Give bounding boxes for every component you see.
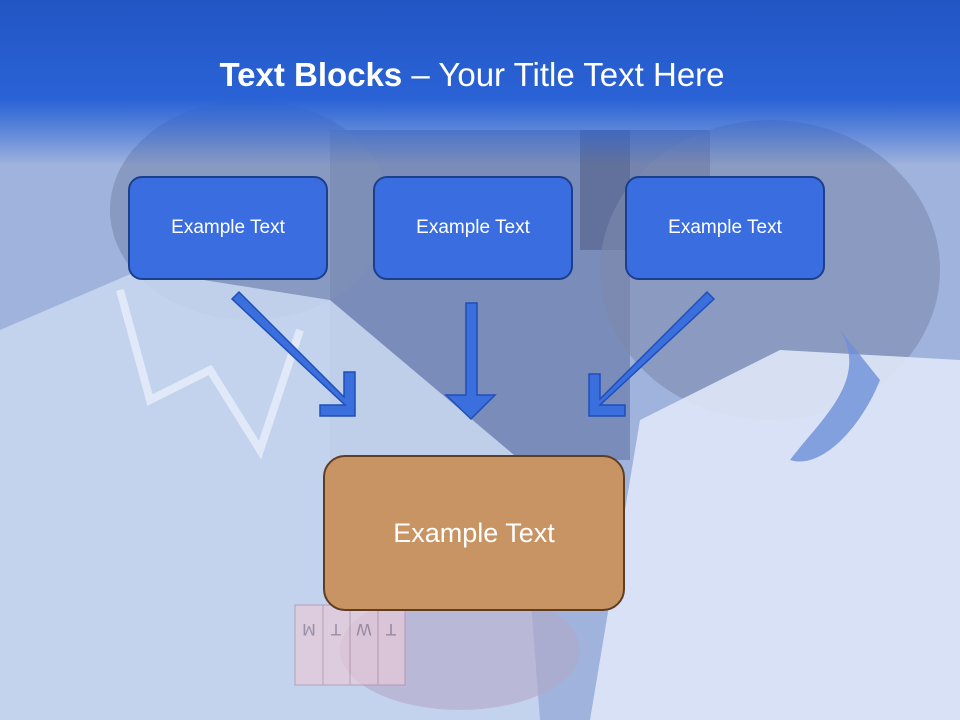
slide-title: Text Blocks – Your Title Text Here xyxy=(0,52,944,98)
text-block-3-label: Example Text xyxy=(668,217,782,238)
text-block-2-label: Example Text xyxy=(416,217,530,238)
target-block-label: Example Text xyxy=(393,517,555,548)
title-bar xyxy=(0,0,960,165)
target-block[interactable]: Example Text xyxy=(323,455,625,611)
pill-letter-w: W xyxy=(356,620,372,639)
pill-letter-t1: T xyxy=(331,620,342,639)
text-block-1-label: Example Text xyxy=(171,217,285,238)
text-block-3[interactable]: Example Text xyxy=(625,176,825,280)
text-block-2[interactable]: Example Text xyxy=(373,176,573,280)
title-rest-part: Your Title Text Here xyxy=(438,56,725,93)
title-bold-part: Text Blocks xyxy=(219,56,403,93)
title-dash: – xyxy=(402,56,439,93)
text-block-1[interactable]: Example Text xyxy=(128,176,328,280)
pill-box: M T W T xyxy=(294,604,406,686)
pill-letter-m: M xyxy=(302,620,316,639)
pill-letter-t2: T xyxy=(386,620,397,639)
